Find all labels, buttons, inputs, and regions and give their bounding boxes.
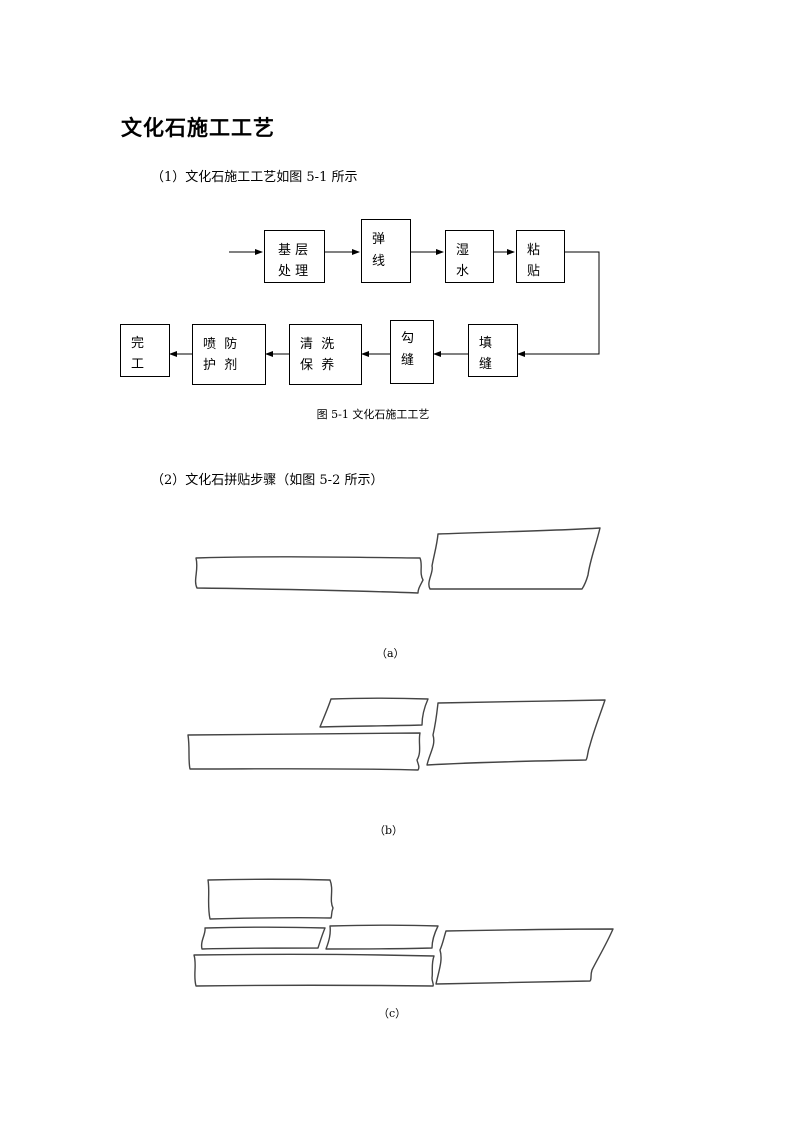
step-label-line1: 弹 (372, 232, 386, 247)
tile-c1 (207, 878, 334, 920)
step-label-line2: 护 剂 (203, 358, 238, 373)
arrow-4 (517, 251, 600, 357)
step-label-line2: 工 (131, 357, 145, 372)
figure-caption: 图 5-1 文化石施工工艺 (316, 408, 430, 421)
tile-a2 (428, 527, 601, 590)
tile-c4 (193, 953, 435, 987)
step-label-line1: 勾 (401, 331, 415, 346)
tile-b1 (319, 697, 429, 728)
tile-c2 (200, 926, 326, 950)
tile-c3 (325, 924, 439, 950)
step-label-line1: 填 (479, 336, 493, 351)
step-box-completion: 完 工 (120, 324, 170, 377)
step-label-line2: 缝 (401, 353, 415, 368)
step-box-filling-joints: 填 缝 (468, 324, 518, 377)
tile-c5 (435, 928, 614, 985)
subfigure-label-b: （b） (374, 824, 404, 837)
subfigure-label-a: （a） (376, 647, 405, 660)
step-box-pointing: 勾 缝 (390, 320, 434, 384)
step-label-line1: 清 洗 (300, 337, 335, 352)
tile-a1 (194, 556, 424, 594)
step-box-marking: 弹 线 (361, 219, 411, 283)
step-label-line2: 保 养 (300, 358, 335, 373)
step-box-wetting: 湿 水 (445, 230, 494, 283)
step-label-line1: 粘 (527, 243, 541, 258)
step-label-line1: 基 层 (278, 243, 309, 258)
step-box-spraying: 喷 防 护 剂 (192, 324, 266, 385)
step-label-line2: 缝 (479, 357, 493, 372)
step-label-line2: 水 (456, 264, 470, 279)
step-label-line2: 贴 (527, 264, 541, 279)
step-label-line2: 处 理 (278, 264, 309, 279)
tile-b3 (426, 699, 606, 766)
section2-text: （2）文化石拼贴步骤（如图 5-2 所示） (151, 473, 384, 488)
step-label-line1: 完 (131, 336, 145, 351)
subfigure-label-c: （c） (378, 1007, 407, 1020)
tile-b2 (187, 732, 421, 771)
page-title: 文化石施工工艺 (121, 116, 275, 140)
section1-text: （1）文化石施工工艺如图 5-1 所示 (151, 170, 358, 185)
step-label-line1: 喷 防 (203, 337, 238, 352)
step-label-line2: 线 (372, 254, 386, 269)
step-box-cleaning: 清 洗 保 养 (289, 324, 362, 385)
step-box-pasting: 粘 贴 (516, 230, 565, 283)
step-label-line1: 湿 (456, 243, 470, 258)
step-box-foundation: 基 层 处 理 (264, 230, 325, 283)
